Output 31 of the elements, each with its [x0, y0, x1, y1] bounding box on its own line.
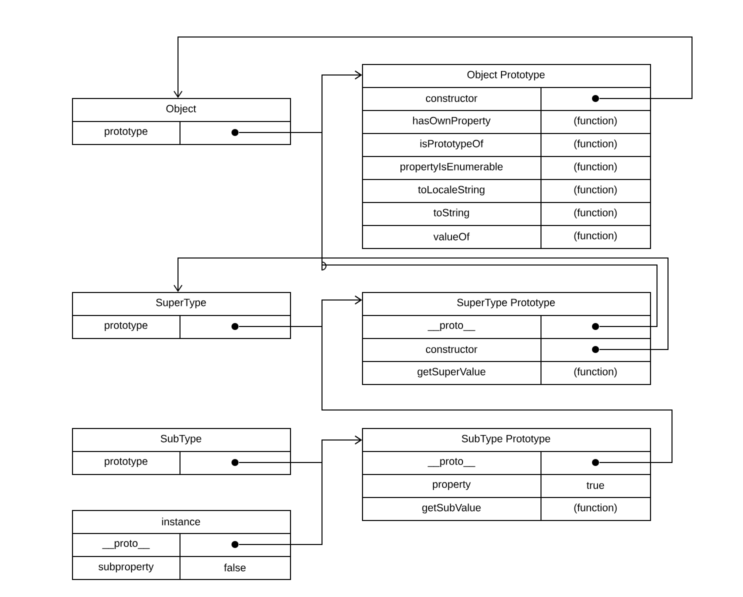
table-row: valueOf (function) — [362, 224, 651, 249]
arrow — [322, 70, 658, 327]
table-row: constructor — [362, 86, 651, 111]
arrow — [174, 36, 692, 99]
table-row: isPrototypeOf (function) — [362, 132, 651, 157]
arrow — [174, 258, 668, 350]
table-row: __proto__ — [72, 532, 291, 557]
arrow — [322, 296, 673, 463]
pointer-dot — [232, 541, 238, 548]
pointer-dot — [232, 459, 238, 466]
table-row: getSuperValue (function) — [362, 360, 651, 385]
table-row: toLocaleString (function) — [362, 178, 651, 203]
table-row: subproperty false — [72, 556, 291, 580]
pointer-dot — [232, 323, 238, 330]
table-row: propertyIsEnumerable (function) — [362, 156, 651, 180]
pointer-dot — [592, 346, 599, 353]
table-row: hasOwnProperty (function) — [362, 110, 651, 134]
pointer-dot — [232, 129, 238, 136]
table-row: property true — [362, 474, 651, 498]
table-row: prototype — [72, 450, 291, 475]
table-row: __proto__ — [362, 314, 651, 339]
table-row: getSubValue (function) — [362, 496, 651, 521]
table-row: prototype — [72, 120, 291, 145]
table-row: constructor — [362, 338, 651, 362]
pointer-dot — [592, 95, 599, 102]
table-row: __proto__ — [362, 450, 651, 475]
arrow — [238, 436, 362, 545]
table-row: prototype — [72, 314, 291, 339]
pointer-dot — [592, 323, 599, 330]
table-row: toString (function) — [362, 202, 651, 226]
pointer-dot — [592, 459, 599, 466]
